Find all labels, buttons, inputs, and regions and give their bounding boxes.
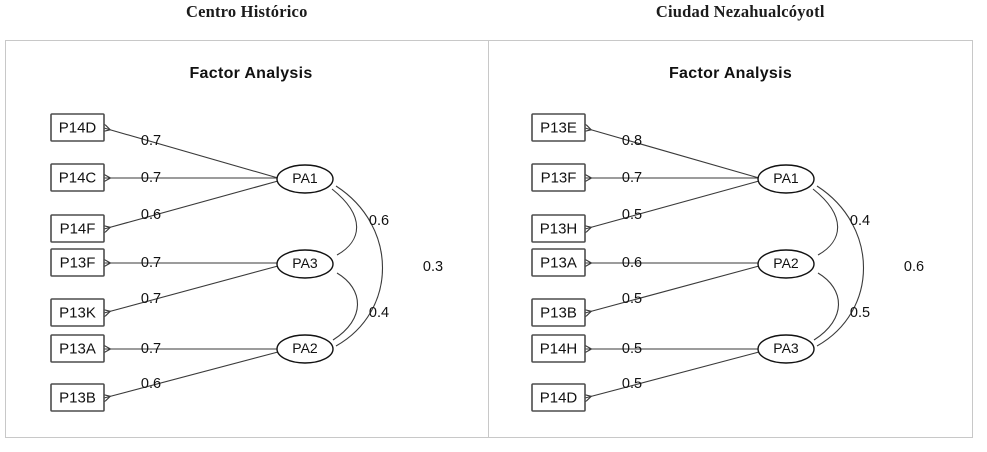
arc-PA1-PA2 [335,185,384,347]
indicator-box-P13F[interactable] [50,248,105,277]
factor-label-PA1: PA1 [773,170,799,186]
arc-PA2-PA3 [813,272,839,341]
edge-PA3-P14D [585,351,760,398]
loading-weight-PA1-P14D: 0.7 [141,133,161,149]
panel-heading-left: Factor Analysis [189,65,313,82]
panel-centro-historico: Factor Analysis [6,41,489,437]
factor-diagram-right: P13E P13F P13H P13A P13B P14H P14D PA1 P… [531,113,924,412]
loading-weight-PA1-P13H: 0.5 [622,207,642,223]
factor-node-PA3[interactable] [757,334,815,364]
factor-node-PA3[interactable] [276,249,334,279]
edge-PA3-P13K [104,265,279,313]
indicator-box-P13A[interactable] [50,334,105,363]
panel-title-centro-historico: Centro Histórico [185,2,308,21]
loading-weight-PA2-P13B: 0.5 [622,291,642,307]
loading-weight-PA2-P13B: 0.6 [141,376,161,392]
edge-PA1-P13E [585,128,760,179]
indicator-box-P13F[interactable] [531,163,586,192]
factor-label-PA2: PA2 [292,340,318,356]
arc-PA1-PA3 [331,188,358,256]
factor-node-PA1[interactable] [757,164,815,194]
indicator-label-P13H: P13H [540,220,578,237]
arc-PA1-PA3 [816,185,865,347]
indicator-box-P14F[interactable] [50,214,105,243]
arc-PA3-PA2 [332,272,358,341]
indicator-label-P13B: P13B [59,389,96,406]
indicator-label-P14H: P14H [540,340,578,357]
indicator-label-P13F: P13F [541,169,577,186]
panel-title-ciudad-nezahualcoyotl: Ciudad Nezahualcóyotl [655,2,825,21]
correlation-weight-PA1-PA3: 0.6 [904,259,924,275]
indicator-box-P14H[interactable] [531,334,586,363]
indicator-label-P13A: P13A [59,340,96,357]
indicator-box-P13H[interactable] [531,214,586,243]
indicator-box-P14C[interactable] [50,163,105,192]
indicator-label-P13B: P13B [540,304,577,321]
indicator-label-P13K: P13K [59,304,96,321]
factor-node-PA1[interactable] [276,164,334,194]
indicator-box-P13B[interactable] [531,298,586,327]
correlation-weight-PA1-PA3: 0.6 [369,213,389,229]
arc-PA1-PA2 [812,188,839,256]
edge-PA2-P13B [104,351,279,398]
factor-label-PA3: PA3 [773,340,799,356]
edge-PA1-P13H [585,180,760,229]
indicator-label-P13A: P13A [540,254,577,271]
indicator-label-P14D: P14D [540,389,578,406]
factor-label-PA2: PA2 [773,255,799,271]
factor-diagram-left: P14D P14C P14F P13F P13K P13A P13B PA1 P… [50,113,443,412]
factor-label-PA1: PA1 [292,170,318,186]
loading-weight-PA1-P13F: 0.7 [622,170,642,186]
correlation-weight-PA1-PA2: 0.3 [423,259,443,275]
indicator-label-P14C: P14C [59,169,97,186]
panel-heading-right: Factor Analysis [668,65,793,82]
indicator-box-P14D[interactable] [531,383,586,412]
loading-weight-PA2-P13A: 0.7 [141,341,161,357]
edge-PA1-P14F [104,180,279,229]
edge-PA2-P13B [585,265,760,313]
indicator-box-P13B[interactable] [50,383,105,412]
panel-ciudad-nezahualcoyotl: Factor Analysis P13E [489,41,972,437]
correlation-weight-PA1-PA2: 0.4 [850,213,870,229]
loading-weight-PA1-P14F: 0.6 [141,207,161,223]
diagram-frame: Factor Analysis [5,40,973,438]
indicator-label-P13F: P13F [60,254,96,271]
indicator-label-P13E: P13E [540,119,577,136]
panel-titles-row: Centro Histórico Ciudad Nezahualcóyotl [0,0,987,38]
indicator-box-P14D[interactable] [50,113,105,142]
loading-weight-PA3-P13K: 0.7 [141,291,161,307]
indicator-box-P13K[interactable] [50,298,105,327]
loading-weight-PA3-P14D: 0.5 [622,376,642,392]
indicator-label-P14D: P14D [59,119,97,136]
loading-weight-PA2-P13A: 0.6 [622,255,642,271]
factor-label-PA3: PA3 [292,255,318,271]
factor-node-PA2[interactable] [757,249,815,279]
indicator-box-P13A[interactable] [531,248,586,277]
loading-weight-PA1-P14C: 0.7 [141,170,161,186]
edge-PA1-P14D [104,128,279,179]
correlation-weight-PA2-PA3: 0.5 [850,305,870,321]
indicator-label-P14F: P14F [60,220,96,237]
loading-weight-PA1-P13E: 0.8 [622,133,642,149]
loading-weight-PA3-P14H: 0.5 [622,341,642,357]
factor-node-PA2[interactable] [276,334,334,364]
correlation-weight-PA3-PA2: 0.4 [369,305,389,321]
loading-weight-PA3-P13F: 0.7 [141,255,161,271]
indicator-box-P13E[interactable] [531,113,586,142]
